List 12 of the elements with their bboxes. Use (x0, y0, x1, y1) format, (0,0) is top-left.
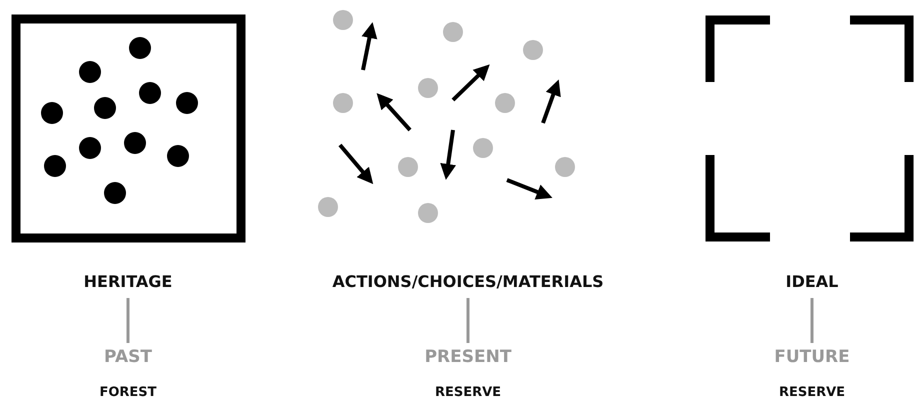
category-label: FOREST (99, 385, 157, 401)
heading-label: HERITAGE (84, 272, 172, 292)
era-label: FUTURE (774, 347, 850, 367)
connector-line (466, 298, 470, 343)
category-label: RESERVE (434, 385, 502, 401)
connector-line (126, 298, 130, 343)
connector-line (810, 298, 814, 343)
heading-label: IDEAL (786, 272, 838, 292)
era-label: PAST (104, 347, 152, 367)
era-label: PRESENT (424, 347, 512, 367)
category-label: RESERVE (778, 385, 846, 401)
heading-label: ACTIONS/CHOICES/MATERIALS (332, 272, 604, 292)
